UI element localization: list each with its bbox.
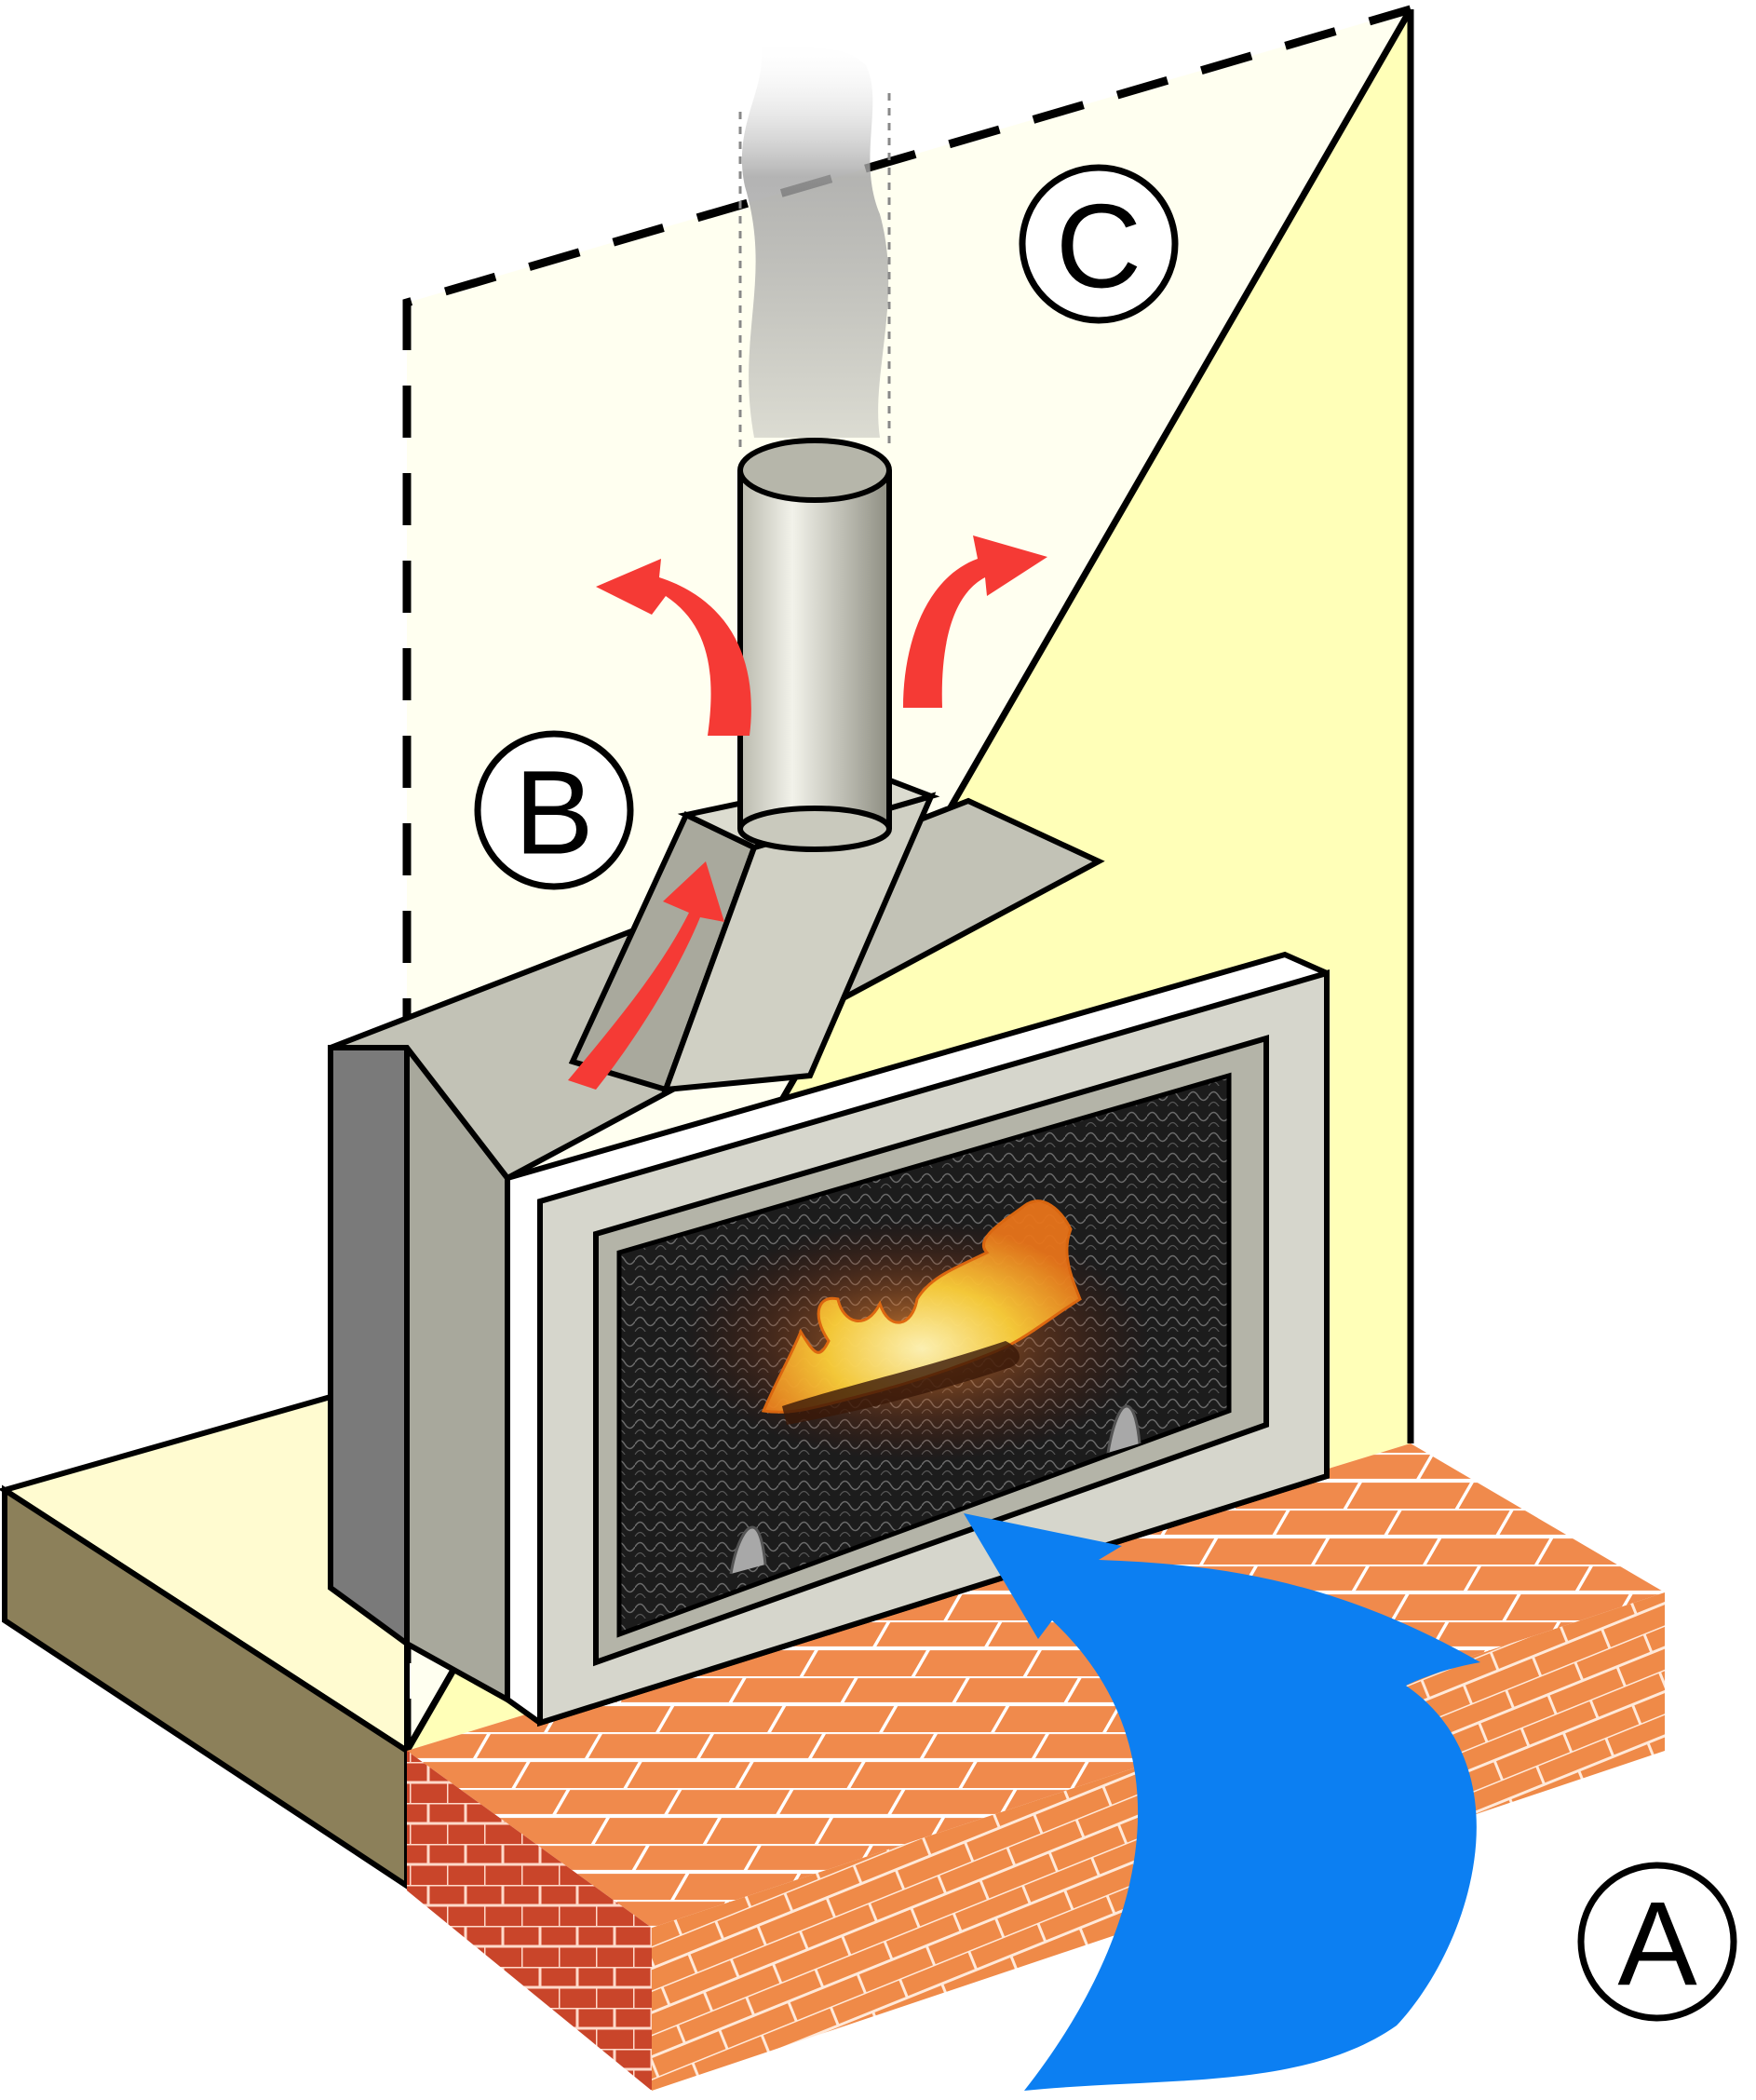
callout-b-label: B — [514, 747, 593, 880]
smoke — [738, 37, 891, 447]
hot-air-arrow-icon — [568, 535, 1047, 1090]
flame-log — [782, 1341, 1020, 1425]
flue-pipe-body — [740, 470, 889, 833]
hearth-left-side — [407, 1751, 652, 2091]
flue-pipe-opening — [737, 438, 892, 503]
callout-b: B — [474, 730, 634, 890]
hot-air-arrow-left — [596, 559, 751, 736]
hearth-top — [407, 1443, 1665, 1928]
insert-left-side — [328, 1045, 410, 1649]
callout-a-label: A — [1617, 1878, 1697, 2012]
callout-c: C — [1019, 164, 1179, 324]
callout-a: A — [1577, 1862, 1737, 2022]
hot-air-arrow-right — [903, 535, 1047, 708]
andiron-left — [729, 1525, 767, 1575]
flue-pipe-icon — [737, 438, 892, 852]
callout-c-label: C — [1056, 181, 1141, 314]
hot-air-arrow-collar — [568, 861, 724, 1090]
fireplace-insert — [328, 37, 1330, 1727]
cool-air-arrow-icon — [964, 1513, 1480, 2091]
andiron-right — [1106, 1404, 1141, 1454]
flue-pipe-bottom — [737, 806, 892, 852]
